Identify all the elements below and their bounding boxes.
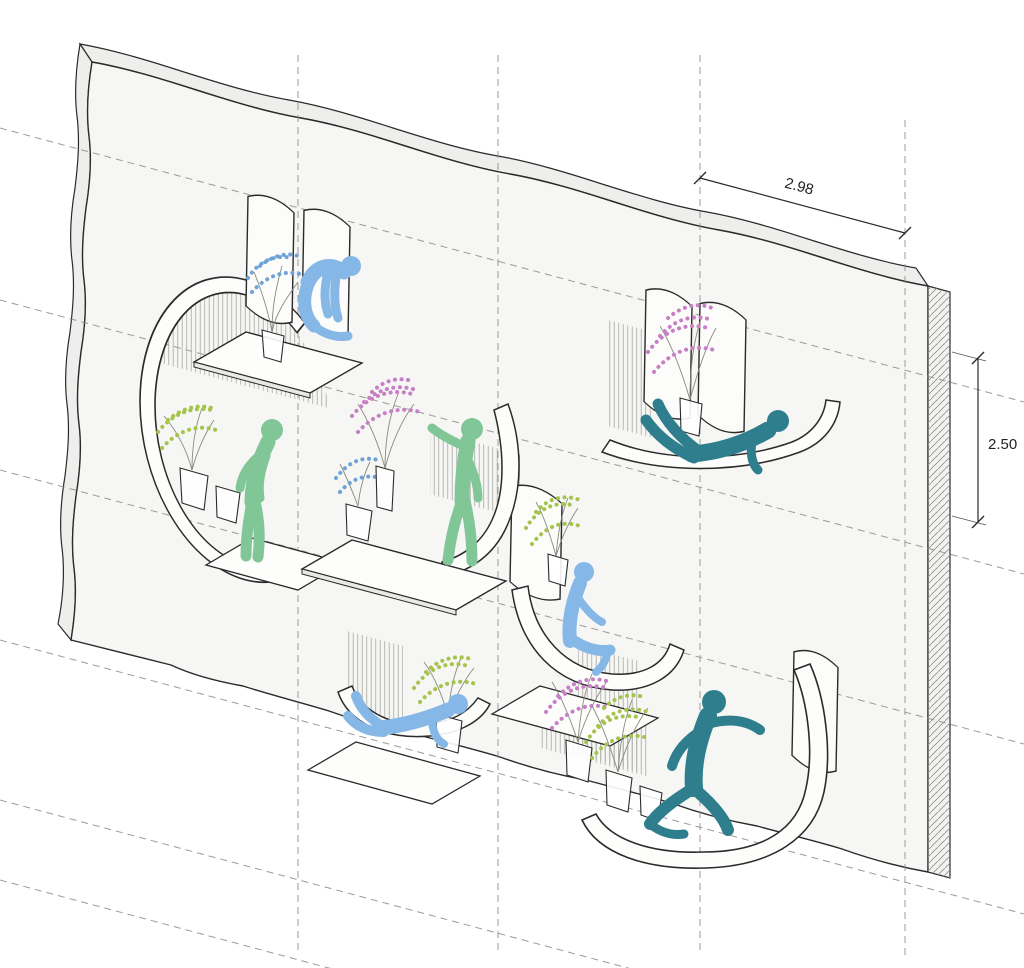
- chaise-panel-right: [697, 301, 747, 434]
- unit-u-shell-niche: [580, 662, 829, 869]
- unit-s-curve-niche: [300, 377, 520, 616]
- unit-recliner-niche: [306, 655, 492, 805]
- figure-teal-seated: [644, 690, 765, 839]
- c-ring-floor-slab: [204, 537, 346, 591]
- figure-blue-crouching: [298, 256, 361, 341]
- figure-blue-lying: [343, 691, 468, 748]
- figure-green-raised-arm: [427, 418, 483, 567]
- plant-green-hammock: [524, 495, 582, 557]
- chaise-curtain-hatch: [608, 319, 654, 439]
- figure-blue-seated: [562, 562, 616, 676]
- height-dimension-label: 2.50: [988, 436, 1017, 453]
- width-dimension-label: 2.98: [783, 175, 816, 199]
- plant-blue-shelf: [246, 252, 302, 333]
- plant-green-c-ring: [156, 404, 218, 471]
- vase-blue-s-curve: [345, 503, 373, 542]
- figure-teal-reclining: [640, 398, 789, 475]
- hammock-band: [511, 585, 685, 691]
- u-shell-band: [580, 662, 829, 869]
- shelf-slab-edge: [193, 361, 311, 399]
- vase-shelf: [261, 329, 285, 363]
- dimension-width-ticks: [693, 171, 912, 240]
- dimension-height-extensions: [951, 351, 987, 526]
- vase-pink-s-curve: [375, 465, 395, 512]
- hammock-panel: [509, 484, 563, 601]
- s-curve-slab-edge: [301, 568, 457, 616]
- plant-green-u-shell: [584, 693, 650, 773]
- unit-chaise-niche: [600, 303, 841, 475]
- hammock-floor-slab: [490, 685, 660, 747]
- vase-c-ring: [179, 467, 209, 511]
- dimension-width: 2.98: [693, 171, 912, 240]
- unit-shelf-niche: [192, 252, 364, 399]
- unit-c-ring-niche: [156, 404, 346, 591]
- vase-pink-hammock: [565, 739, 593, 783]
- figure-green-standing: [235, 419, 283, 563]
- vase-u-shell: [605, 769, 633, 813]
- vase-green-hammock: [547, 553, 569, 587]
- recliner-floor-slab: [306, 741, 482, 805]
- plant-pink-chaise: [646, 303, 717, 401]
- wall-right-cut-hatch: [928, 286, 950, 878]
- unit-hammock-niche: [490, 495, 685, 783]
- plant-pink-s-curve: [350, 377, 422, 469]
- vase-chaise: [679, 397, 703, 437]
- dimension-width-line: [699, 177, 906, 234]
- dimension-height-ticks: [971, 351, 985, 529]
- dimension-height: 2.50: [951, 351, 1017, 529]
- vase-c-ring-2: [215, 485, 241, 524]
